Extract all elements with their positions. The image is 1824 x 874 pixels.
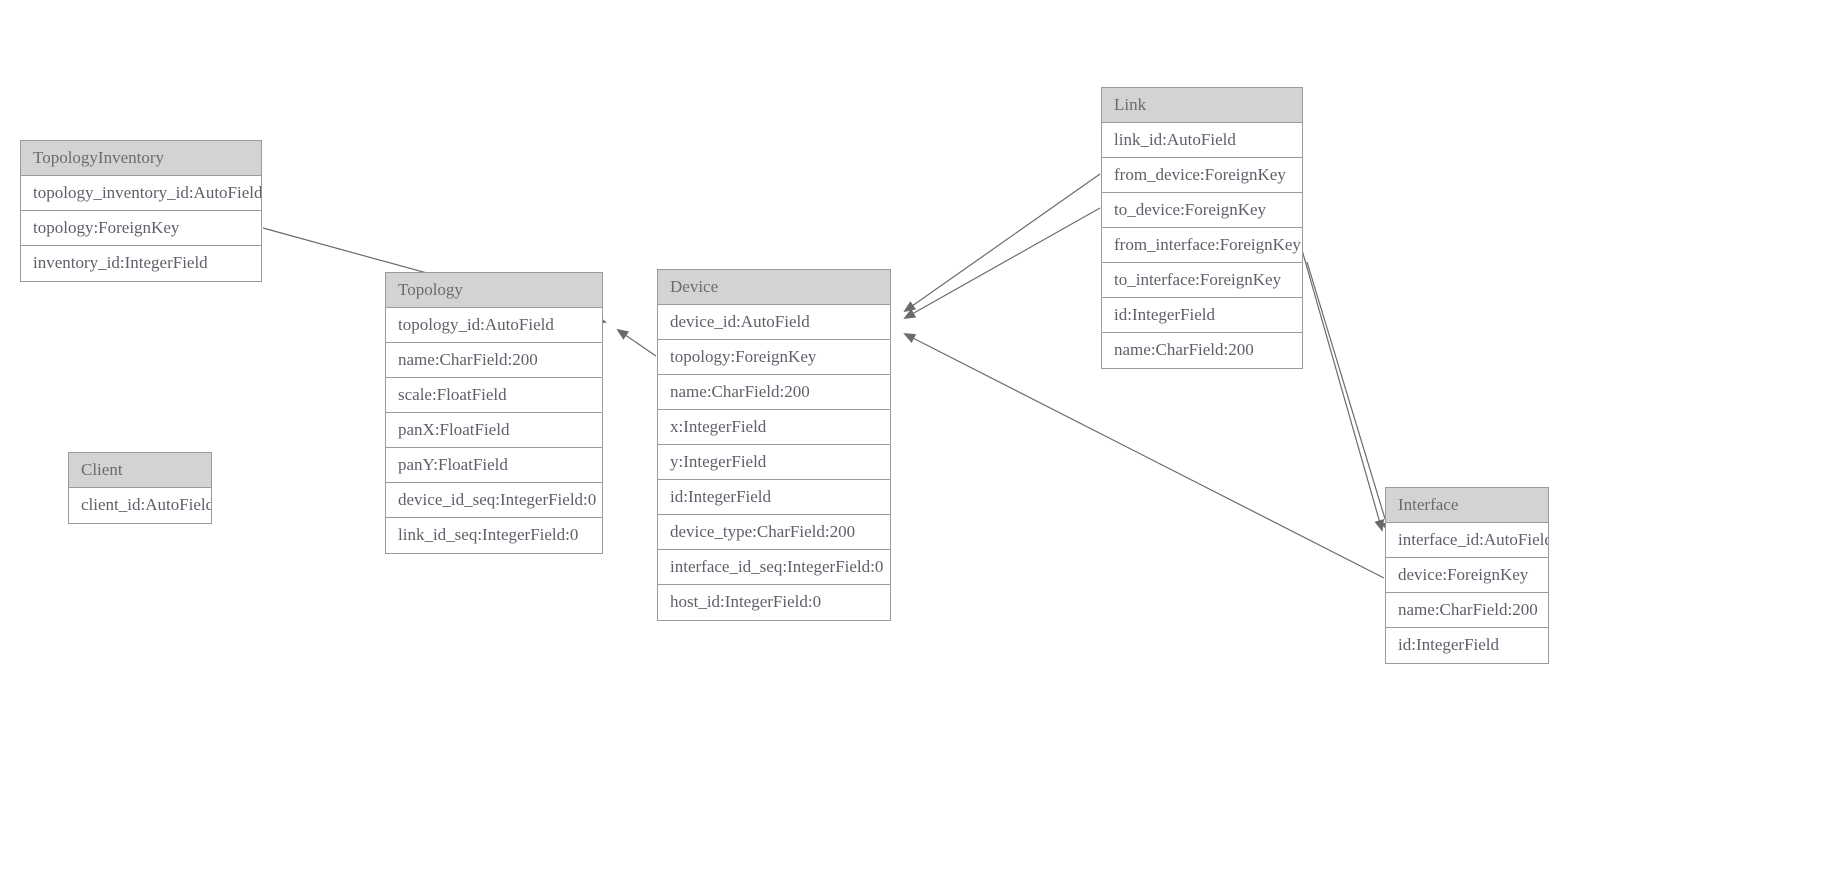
entity-field: topology:ForeignKey bbox=[658, 340, 890, 375]
entity-field: interface_id_seq:IntegerField:0 bbox=[658, 550, 890, 585]
entity-field: scale:FloatField bbox=[386, 378, 602, 413]
entity-topology[interactable]: Topology topology_id:AutoField name:Char… bbox=[385, 272, 603, 554]
entity-title: Client bbox=[69, 453, 211, 488]
entity-field: host_id:IntegerField:0 bbox=[658, 585, 890, 620]
entity-field: to_interface:ForeignKey bbox=[1102, 263, 1302, 298]
entity-field: panY:FloatField bbox=[386, 448, 602, 483]
entity-field: from_interface:ForeignKey bbox=[1102, 228, 1302, 263]
entity-field: id:IntegerField bbox=[1386, 628, 1548, 663]
entity-field: device_id:AutoField bbox=[658, 305, 890, 340]
entity-field: topology_inventory_id:AutoField bbox=[21, 176, 261, 211]
edge-interface-device-device bbox=[903, 333, 1385, 579]
entity-title: Link bbox=[1102, 88, 1302, 123]
entity-field: topology_id:AutoField bbox=[386, 308, 602, 343]
entity-field: y:IntegerField bbox=[658, 445, 890, 480]
entity-field: client_id:AutoField bbox=[69, 488, 211, 523]
entity-link[interactable]: Link link_id:AutoField from_device:Forei… bbox=[1101, 87, 1303, 369]
entity-field: name:CharField:200 bbox=[1102, 333, 1302, 368]
entity-field: link_id_seq:IntegerField:0 bbox=[386, 518, 602, 553]
entity-title: Device bbox=[658, 270, 890, 305]
entity-title: Topology bbox=[386, 273, 602, 308]
entity-field: link_id:AutoField bbox=[1102, 123, 1302, 158]
entity-title: Interface bbox=[1386, 488, 1548, 523]
edge-link-fromdevice-device bbox=[903, 173, 1101, 313]
edge-link-frominterface-interface bbox=[1299, 242, 1385, 532]
entity-title: TopologyInventory bbox=[21, 141, 261, 176]
entity-field: name:CharField:200 bbox=[658, 375, 890, 410]
entity-field: device:ForeignKey bbox=[1386, 558, 1548, 593]
entity-field: topology:ForeignKey bbox=[21, 211, 261, 246]
entity-field: name:CharField:200 bbox=[1386, 593, 1548, 628]
entity-field: from_device:ForeignKey bbox=[1102, 158, 1302, 193]
entity-interface[interactable]: Interface interface_id:AutoField device:… bbox=[1385, 487, 1549, 664]
edge-link-todevice-device bbox=[903, 207, 1101, 319]
entity-field: device_id_seq:IntegerField:0 bbox=[386, 483, 602, 518]
entity-client[interactable]: Client client_id:AutoField bbox=[68, 452, 212, 524]
entity-field: to_device:ForeignKey bbox=[1102, 193, 1302, 228]
entity-field: name:CharField:200 bbox=[386, 343, 602, 378]
entity-device[interactable]: Device device_id:AutoField topology:Fore… bbox=[657, 269, 891, 621]
entity-field: panX:FloatField bbox=[386, 413, 602, 448]
entity-field: interface_id:AutoField bbox=[1386, 523, 1548, 558]
entity-field: device_type:CharField:200 bbox=[658, 515, 890, 550]
entity-field: id:IntegerField bbox=[1102, 298, 1302, 333]
entity-topology-inventory[interactable]: TopologyInventory topology_inventory_id:… bbox=[20, 140, 262, 282]
entity-field: id:IntegerField bbox=[658, 480, 890, 515]
edge-device-topology bbox=[616, 328, 657, 357]
entity-field: x:IntegerField bbox=[658, 410, 890, 445]
entity-field: inventory_id:IntegerField bbox=[21, 246, 261, 281]
edge-link-tointerface-interface bbox=[1306, 261, 1391, 534]
